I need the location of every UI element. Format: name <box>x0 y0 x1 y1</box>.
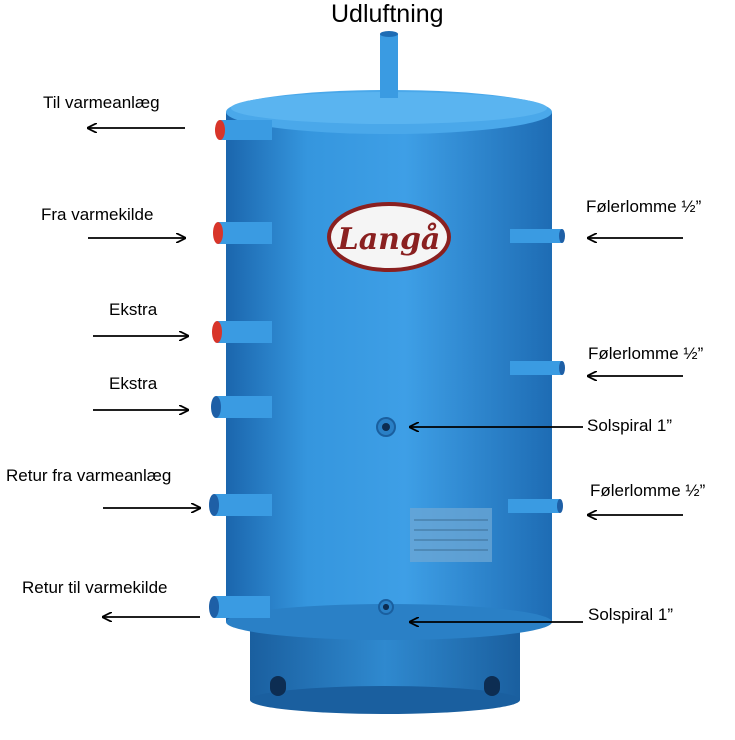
label-solspiral-2: Solspiral 1” <box>588 605 674 624</box>
base-hole <box>270 676 286 696</box>
label-fra-varmekilde: Fra varmekilde <box>41 205 154 224</box>
solspiral-port-lower <box>378 599 394 615</box>
tank-base <box>250 620 520 714</box>
arrows <box>88 128 683 622</box>
label-retur-til-varmekilde: Retur til varmekilde <box>22 578 168 597</box>
label-ekstra-1: Ekstra <box>109 300 158 319</box>
label-folerlomme-3: Følerlomme ½” <box>590 481 706 500</box>
label-ekstra-2: Ekstra <box>109 374 158 393</box>
nozzle-folerlomme-3 <box>508 499 563 513</box>
nozzle-til-varmeanlaeg <box>215 120 272 140</box>
nozzle-fra-varmekilde <box>213 222 272 244</box>
label-til-varmeanlaeg: Til varmeanlæg <box>43 93 160 112</box>
nozzle-retur-fra-varmeanlaeg <box>209 494 272 516</box>
vent-pipe <box>380 31 398 98</box>
nozzle-retur-til-varmekilde <box>209 596 270 618</box>
nozzle-folerlomme-1 <box>510 229 565 243</box>
base-hole <box>484 676 500 696</box>
right-nozzles <box>508 229 565 513</box>
nozzle-ekstra-1 <box>212 321 272 343</box>
nozzle-ekstra-2 <box>211 396 272 418</box>
logo-text: Langå <box>337 222 441 257</box>
label-retur-fra-varmeanlaeg: Retur fra varmeanlæg <box>6 466 172 485</box>
solspiral-port-upper <box>376 417 396 437</box>
label-solspiral-1: Solspiral 1” <box>587 416 673 435</box>
left-nozzles <box>209 120 272 618</box>
label-folerlomme-2: Følerlomme ½” <box>588 344 704 363</box>
langa-logo: Langå <box>327 202 451 272</box>
title-udluftning: Udluftning <box>331 0 444 28</box>
label-folerlomme-1: Følerlomme ½” <box>586 197 702 216</box>
nozzle-folerlomme-2 <box>510 361 565 375</box>
tank-body <box>226 90 552 640</box>
nameplate <box>410 508 492 562</box>
